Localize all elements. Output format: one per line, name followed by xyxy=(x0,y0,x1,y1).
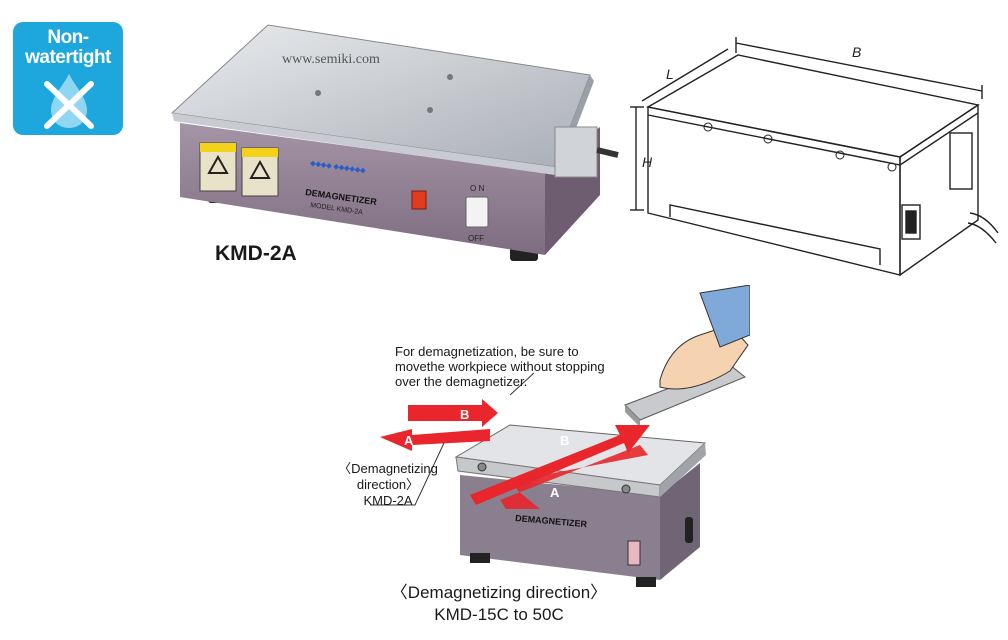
note-line-2: movethe workpiece without stopping xyxy=(395,359,605,374)
big-caption-line-1: 〈Demagnetizing direction〉 xyxy=(390,583,608,602)
note-line-1: For demagnetization, be sure to xyxy=(395,344,579,359)
small-caption-line-2: direction〉 xyxy=(356,477,420,492)
model-label: KMD-2A xyxy=(215,242,297,265)
crossed-water-drop-icon xyxy=(44,74,94,129)
length-label: L xyxy=(666,66,674,82)
arrow-a-label-small: A xyxy=(404,433,414,448)
height-label: H xyxy=(642,154,653,170)
non-watertight-badge: Non- watertight xyxy=(13,22,123,135)
switch-on-label: O N xyxy=(470,184,484,193)
note-line-3: over the demagnetizer. xyxy=(395,374,528,389)
kmd-2a-product-photo: ◆◆◆◆ ◆◆◆◆◆◆ DEMAGNETIZER MODEL KMD-2A O … xyxy=(170,24,619,261)
big-direction-caption: 〈Demagnetizing direction〉 KMD-15C to 50C xyxy=(368,582,630,626)
small-direction-caption: 〈Demagnetizing direction〉 KMD-2A xyxy=(322,461,454,509)
watermark: www.semiki.com xyxy=(282,52,380,67)
dimension-drawing: B L H xyxy=(630,37,999,277)
small-caption-line-3: KMD-2A xyxy=(363,493,413,508)
badge-line-1: Non- xyxy=(47,27,89,48)
usage-illustration: DEMAGNETIZER B A B A xyxy=(370,285,750,587)
arrow-a-label-big: A xyxy=(550,485,560,500)
small-caption-line-1: 〈Demagnetizing xyxy=(338,461,438,476)
demagnetization-note: For demagnetization, be sure to movethe … xyxy=(395,344,635,389)
switch-off-label: OFF xyxy=(468,234,484,243)
breadth-label: B xyxy=(852,44,861,60)
big-caption-line-2: KMD-15C to 50C xyxy=(434,605,564,624)
arrow-b-label-small: B xyxy=(460,407,469,422)
badge-line-2: watertight xyxy=(25,47,111,68)
power-switch xyxy=(465,196,489,228)
arrow-b-label-big: B xyxy=(560,433,569,448)
